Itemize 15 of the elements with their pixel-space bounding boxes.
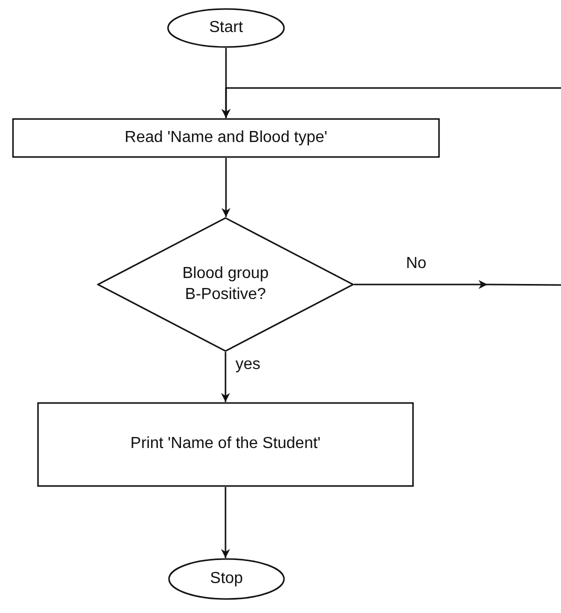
node-text: Start (209, 18, 243, 38)
node-text: Blood group B-Positive? (181, 264, 270, 304)
arrow (221, 487, 230, 558)
terminal-ellipse (167, 8, 285, 48)
arrow (222, 87, 561, 118)
arrow (354, 280, 488, 289)
arrow (221, 352, 230, 402)
arrow (222, 158, 230, 217)
process-box (37, 402, 414, 487)
node-text: Print 'Name of the Student' (130, 434, 321, 454)
process-box (12, 118, 440, 158)
decision-diamond (97, 217, 354, 352)
node-text: Read 'Name and Blood type' (124, 128, 328, 148)
node-text: Stop (210, 568, 243, 589)
terminal-ellipse (168, 558, 285, 600)
